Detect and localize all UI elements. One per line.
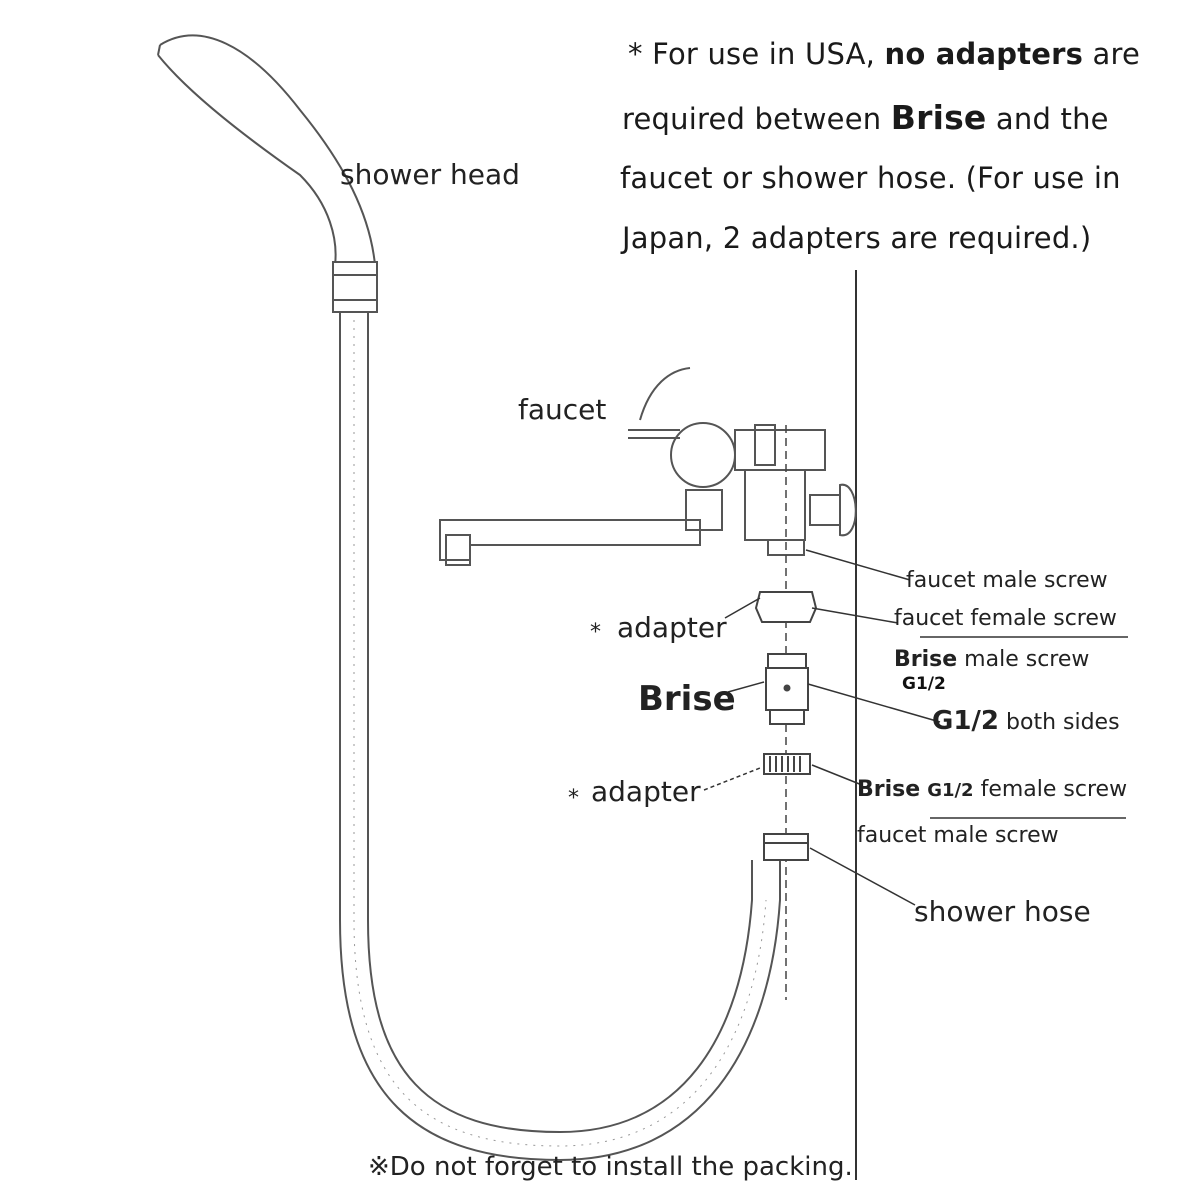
brise-male-g12: G1/2 [902,674,946,694]
note-line-2-post: and the [986,102,1109,136]
note-line-2-pre: required between [622,102,891,136]
brise-male-screw-callout: Brise male screw [894,649,1089,671]
brise-female-g12: G1/2 [927,780,974,801]
both-sides-rest: both sides [999,710,1120,735]
shower-head-label: shower head [340,158,520,191]
note-line-3: faucet or shower hose. (For use in [620,161,1121,195]
faucet-male-screw-bottom-callout: faucet male screw [857,823,1059,848]
adapter-bottom-star: * [568,786,579,811]
brise-drawing [765,653,809,725]
brise-male-rest: male screw [957,647,1090,672]
both-sides-bold: G1/2 [932,706,1000,736]
brise-female-rest: female screw [973,777,1128,802]
shower-hose-label: shower hose [914,895,1091,928]
both-sides-callout: G1/2 both sides [932,708,1120,734]
faucet-label: faucet [518,393,607,426]
brise-female-screw-callout: Brise G1/2 female screw [857,779,1127,801]
adapter-top-star: * [590,620,601,645]
shower-hose-drawing [157,34,781,1162]
adapter-top-drawing [754,591,818,623]
note-line-4: Japan, 2 adapters are required.) [622,221,1092,255]
brise-label: Brise [638,679,736,719]
adapter-bottom-label: adapter [591,775,701,808]
note-line-1-bold: no adapters [884,37,1084,71]
hose-fitting-drawing [763,833,809,861]
brise-male-bold: Brise [894,647,958,672]
faucet-male-screw-top-callout: faucet male screw [906,568,1108,593]
note-line-1-post: are [1083,37,1141,71]
note-line-1: * For use in USA, no adapters are [628,40,1140,69]
adapter-bottom-drawing [763,753,811,775]
note-line-1-pre: * For use in USA, [628,37,885,71]
faucet-drawing [439,367,857,566]
note-line-2-bold: Brise [890,98,987,137]
packing-footer-note: ※Do not forget to install the packing. [368,1152,853,1182]
brise-female-bold: Brise [857,777,921,802]
note-line-2: required between Brise and the [622,101,1109,134]
faucet-female-screw-callout: faucet female screw [894,606,1117,631]
adapter-top-label: adapter [617,611,727,644]
